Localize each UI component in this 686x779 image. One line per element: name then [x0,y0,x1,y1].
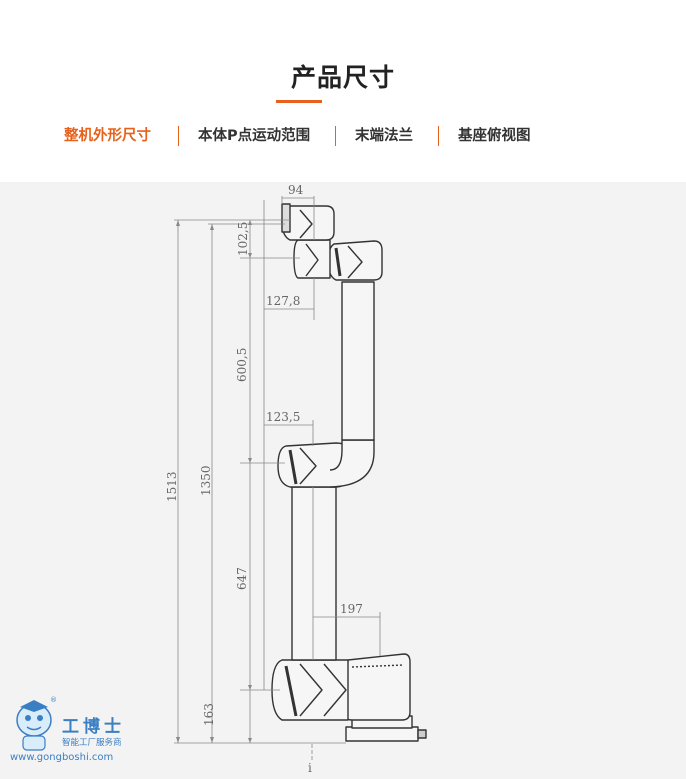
watermark-url: www.gongboshi.com [10,752,114,763]
tab-bar: 整机外形尺寸 本体P点运动范围 末端法兰 基座俯视图 [0,124,686,148]
dim-197: 197 [340,602,363,616]
tab-end-flange[interactable]: 末端法兰 [355,128,413,144]
tab-separator [335,126,336,146]
dim-1350: 1350 [199,465,213,496]
robot-arm [271,203,427,742]
tab-separator [178,126,179,146]
dim-102-5: 102,5 [236,222,250,256]
dim-123-5: 123,5 [266,410,300,424]
base-plate [345,726,419,742]
robot-arm-drawing: 94 102,5 127,8 600,5 123,5 1513 1350 647… [165,183,427,775]
watermark-brand: 工博士 [62,717,125,737]
tab-overall-dimensions[interactable]: 整机外形尺寸 [64,128,151,144]
registered-mark: ® [50,696,57,704]
dim-94: 94 [288,183,304,197]
dim-127-8: 127,8 [266,294,300,308]
tab-p-point-range[interactable]: 本体P点运动范围 [198,128,311,144]
base-joint [343,653,411,721]
mascot-logo-icon [16,700,52,751]
header-area: 产品尺寸 整机外形尺寸 本体P点运动范围 末端法兰 基座俯视图 [0,0,686,182]
dimension-drawing: 94 102,5 127,8 600,5 123,5 1513 1350 647… [0,182,686,779]
wrist-2 [293,239,331,279]
dimension-lines [174,196,381,760]
watermark-slogan: 智能工厂服务商 [62,738,122,748]
dim-163: 163 [202,703,216,726]
shoulder-joint [271,659,349,721]
tab-base-top-view[interactable]: 基座俯视图 [458,128,531,144]
watermark: ® 工博士 智能工厂服务商 www.gongboshi.com [6,694,146,774]
dim-600-5: 600,5 [235,348,249,382]
tab-separator [438,126,439,146]
page-title: 产品尺寸 [290,63,395,92]
lower-arm [291,486,337,661]
dimension-arrows [176,220,252,743]
base-connector [417,729,427,739]
wrist-1 [327,240,383,281]
upper-arm [341,281,375,441]
title-underline [276,100,322,103]
dim-647: 647 [235,567,249,590]
tool-flange [281,203,291,233]
drawing-footer-mark: i [308,761,312,775]
dim-1513: 1513 [165,471,179,502]
